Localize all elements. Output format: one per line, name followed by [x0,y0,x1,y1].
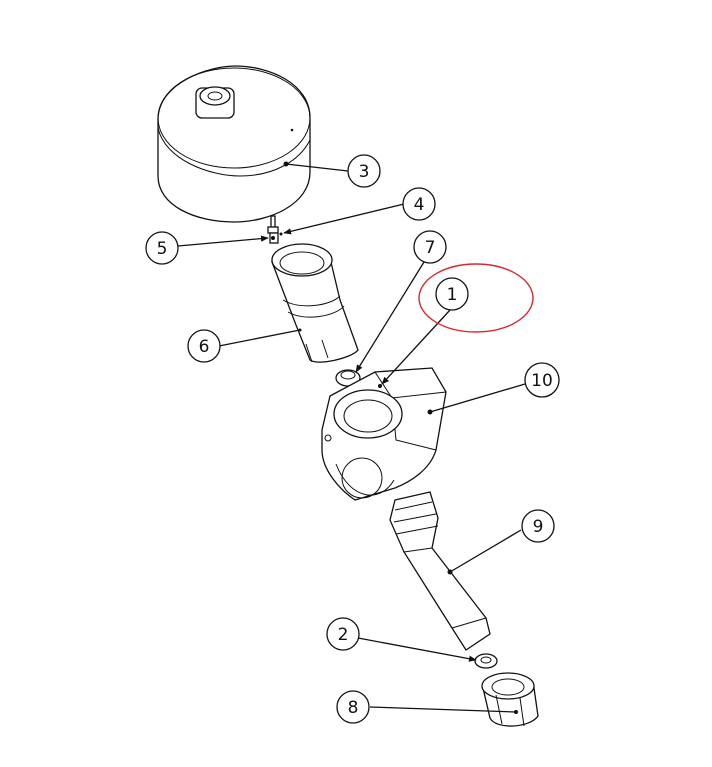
leader-3 [285,163,349,172]
leader-6 [218,329,301,347]
callout-8: 8 [336,690,370,724]
part-8-nut [481,672,539,727]
part-6-sleeve [271,243,359,363]
leader-1 [381,309,451,385]
leader-8 [369,706,517,713]
part-3-cap [157,65,311,223]
leader-2 [357,637,477,662]
leader-4 [283,203,405,235]
callout-7: 7 [413,230,447,264]
highlight-ellipse [418,263,534,333]
callout-3-label: 3 [359,162,370,182]
part-2-washer [474,653,498,669]
callout-4: 4 [402,187,436,221]
leader-7 [355,261,425,373]
callout-bubbles: 1 2 3 4 5 6 7 8 9 10 [145,154,560,724]
callout-1-label: 1 [447,285,458,305]
callout-2: 2 [326,617,360,651]
callout-9: 9 [521,509,555,543]
callout-4-label: 4 [414,195,425,215]
leader-9 [449,529,522,573]
leader-lines [177,163,526,713]
callout-6: 6 [187,329,221,363]
callout-7-label: 7 [425,238,436,258]
callout-3: 3 [347,154,381,188]
callout-1: 1 [435,277,469,311]
leader-10 [429,383,526,413]
part-4-5-valve-pin [267,215,283,244]
callout-5-label: 5 [157,239,168,259]
part-10-bracket [321,367,447,501]
callout-2-label: 2 [338,625,349,645]
callout-9-label: 9 [533,517,544,537]
callout-6-label: 6 [199,337,210,357]
callout-8-label: 8 [348,698,359,718]
leader-5 [177,235,269,247]
part-9-injector-body [389,491,491,651]
callout-10: 10 [524,362,560,398]
callout-5: 5 [145,231,179,265]
callout-10-label: 10 [531,371,553,391]
